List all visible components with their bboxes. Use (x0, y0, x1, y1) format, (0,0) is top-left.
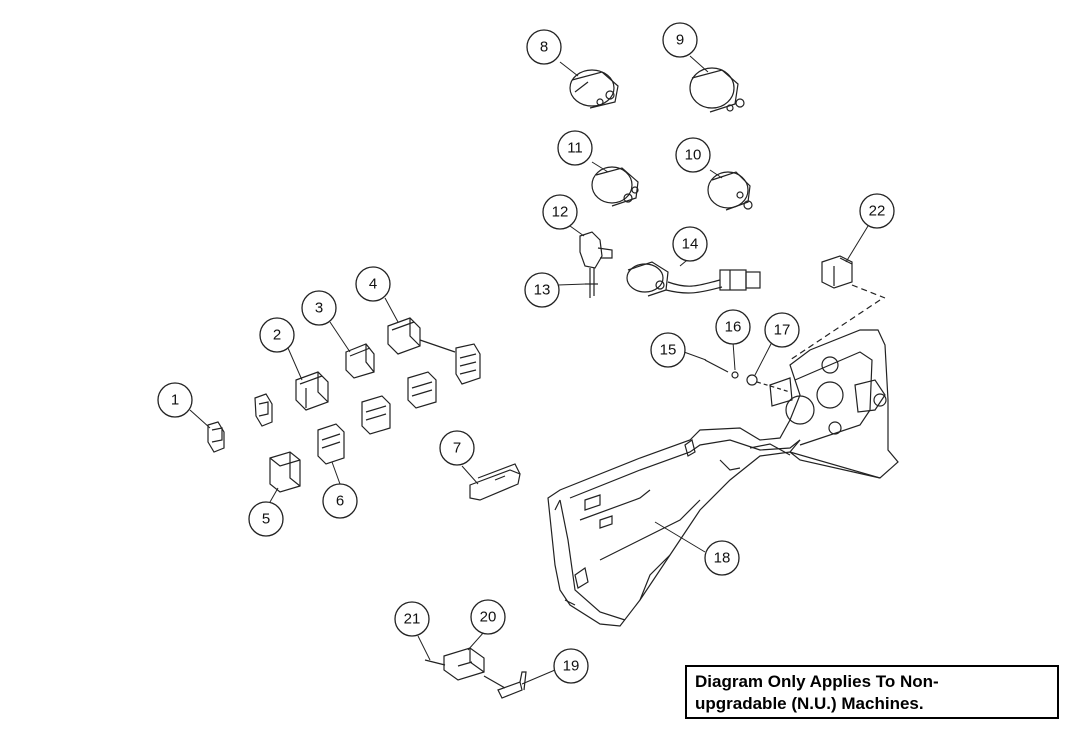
callout-8: 8 (526, 29, 562, 65)
part-11-switch (591, 166, 639, 207)
svg-text:1: 1 (171, 392, 179, 409)
callout-9: 9 (662, 22, 698, 58)
svg-text:4: 4 (369, 276, 377, 293)
svg-text:21: 21 (404, 611, 421, 628)
svg-text:11: 11 (567, 140, 583, 157)
part-22-connector (789, 255, 886, 361)
callout-16: 16 (715, 309, 751, 345)
svg-text:20: 20 (480, 609, 497, 626)
svg-text:14: 14 (682, 236, 699, 253)
svg-text:6: 6 (336, 493, 344, 510)
rocker-covers (361, 343, 481, 435)
callout-6: 6 (322, 483, 358, 519)
svg-text:16: 16 (725, 319, 742, 336)
applicability-note: Diagram Only Applies To Non- upgradable … (685, 665, 1059, 719)
part-8-switch (569, 69, 619, 109)
callout-4: 4 (355, 266, 391, 302)
callouts: 1 2 3 4 5 6 7 8 9 10 11 12 13 14 15 16 1… (157, 22, 895, 684)
svg-text:9: 9 (676, 32, 684, 49)
part-6-switch-cover (317, 423, 345, 465)
svg-text:15: 15 (660, 342, 677, 359)
callout-15: 15 (650, 332, 686, 368)
svg-text:18: 18 (714, 550, 731, 567)
callout-14: 14 (672, 226, 708, 262)
callout-2: 2 (259, 317, 295, 353)
callout-11: 11 (557, 130, 593, 166)
callout-22: 22 (859, 193, 895, 229)
svg-text:19: 19 (563, 658, 580, 675)
leader-lines (189, 55, 869, 685)
part-2-rocker-switch (295, 371, 329, 411)
callout-19: 19 (553, 648, 589, 684)
part-15-17-fasteners (704, 359, 791, 393)
callout-10: 10 (675, 137, 711, 173)
callout-13: 13 (524, 272, 560, 308)
part-10-switch (707, 171, 753, 211)
bracket-a (254, 393, 273, 427)
svg-text:8: 8 (540, 39, 548, 56)
part-7-bracket (469, 463, 521, 501)
part-12-13-key-switch (579, 231, 613, 298)
callout-7: 7 (439, 430, 475, 466)
part-3-rocker-switch (345, 343, 375, 379)
svg-text:7: 7 (453, 440, 461, 457)
svg-text:3: 3 (315, 300, 323, 317)
part-4-rocker-switch (387, 317, 456, 355)
part-18-housing (547, 329, 899, 627)
callout-17: 17 (764, 312, 800, 348)
part-19-21-assembly (424, 647, 527, 699)
svg-text:2: 2 (273, 327, 281, 344)
callout-21: 21 (394, 601, 430, 637)
callout-20: 20 (470, 599, 506, 635)
part-9-switch (689, 67, 745, 113)
svg-text:12: 12 (552, 204, 569, 221)
callout-3: 3 (301, 290, 337, 326)
svg-text:10: 10 (685, 147, 702, 164)
callout-18: 18 (704, 540, 740, 576)
svg-text:17: 17 (774, 322, 791, 339)
svg-text:22: 22 (869, 203, 886, 220)
svg-text:5: 5 (262, 511, 270, 528)
note-line-1: Diagram Only Applies To Non- (695, 672, 939, 691)
part-1-clip (207, 421, 225, 453)
callout-1: 1 (157, 382, 193, 418)
part-14-cable-switch (626, 261, 761, 297)
note-line-2: upgradable (N.U.) Machines. (695, 694, 924, 713)
callout-12: 12 (542, 194, 578, 230)
part-5-blank-plug (269, 451, 301, 493)
callout-5: 5 (248, 501, 284, 537)
svg-text:13: 13 (534, 282, 551, 299)
